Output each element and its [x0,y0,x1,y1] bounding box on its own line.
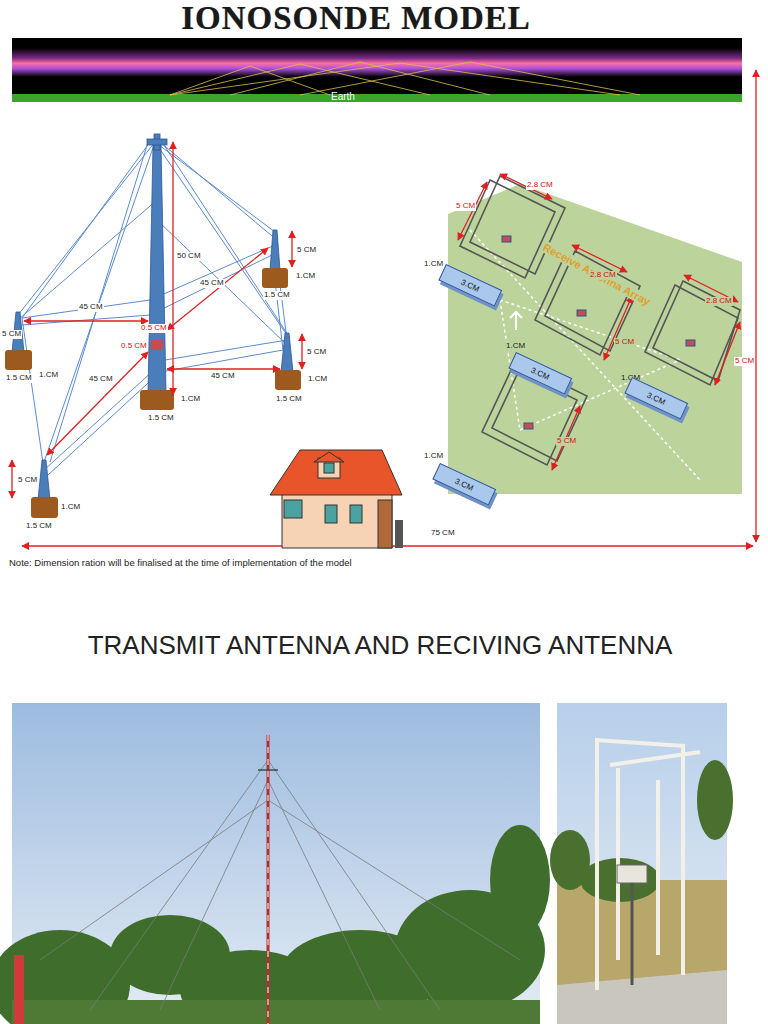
note-text: Note: Dimension ration will be finalised… [8,558,353,568]
ionosphere-banner [12,38,742,102]
dimension-label: 1.5 CM [263,291,291,300]
dimension-label: 5 CM [306,348,327,357]
block-label: 3.CM [646,390,667,406]
dimension-label: 5 CM [556,437,577,446]
dimension-label: 1.5 CM [147,414,175,423]
dimension-label: 1.CM [38,371,59,380]
house [270,450,403,548]
block-label: 3.CM [454,476,475,492]
block-label: 3.CM [530,365,551,381]
receive-antenna-photo [550,703,733,1024]
dimension-label: 45 CM [78,303,104,312]
dimension-label: 1.CM [505,342,526,351]
block-label: 3.CM [460,277,481,293]
dimension-label: 5 CM [614,338,635,347]
dimension-label: 2.8 CM [526,181,554,190]
transmit-antenna-photo [0,703,550,1024]
dimension-label: 50 CM [176,252,202,261]
receive-array [448,174,742,494]
title: IONOSONDE MODEL [0,0,712,37]
dimension-label: 5 CM [1,330,22,339]
dimension-label: 1.CM [60,503,81,512]
dimension-lines [12,70,756,546]
dimension-label: 75 CM [430,529,456,538]
dimension-label: 45 CM [88,375,114,384]
small-masts [5,230,301,518]
dimension-label: 2.8 CM [589,271,617,280]
dimension-label: 5 CM [455,202,476,211]
dimension-label: 1.CM [307,375,328,384]
dimension-label: 0.5 CM [140,324,168,333]
dimension-label: 5 CM [296,246,317,255]
dimension-label: 1.5 CM [25,522,53,531]
dimension-label: 45 CM [210,372,236,381]
guy-wires [18,142,290,475]
section-heading: TRANSMIT ANTENNA AND RECIVING ANTENNA [0,631,764,660]
dimension-label: 1.CM [423,452,444,461]
dimension-label: 0.5 CM [120,342,148,351]
dimension-label: 5 CM [734,357,755,366]
dimension-label: 2.8 CM [705,297,733,306]
dimension-label: 5 CM [17,476,38,485]
dimension-label: 1.5 CM [5,374,33,383]
banner-text: Earth [330,91,356,102]
dimension-label: 1.CM [295,272,316,281]
dimension-label: 1.5 CM [275,395,303,404]
dimension-label: 1.CM [180,395,201,404]
dimension-label: 1.CM [423,260,444,269]
dimension-label: 45 CM [199,279,225,288]
